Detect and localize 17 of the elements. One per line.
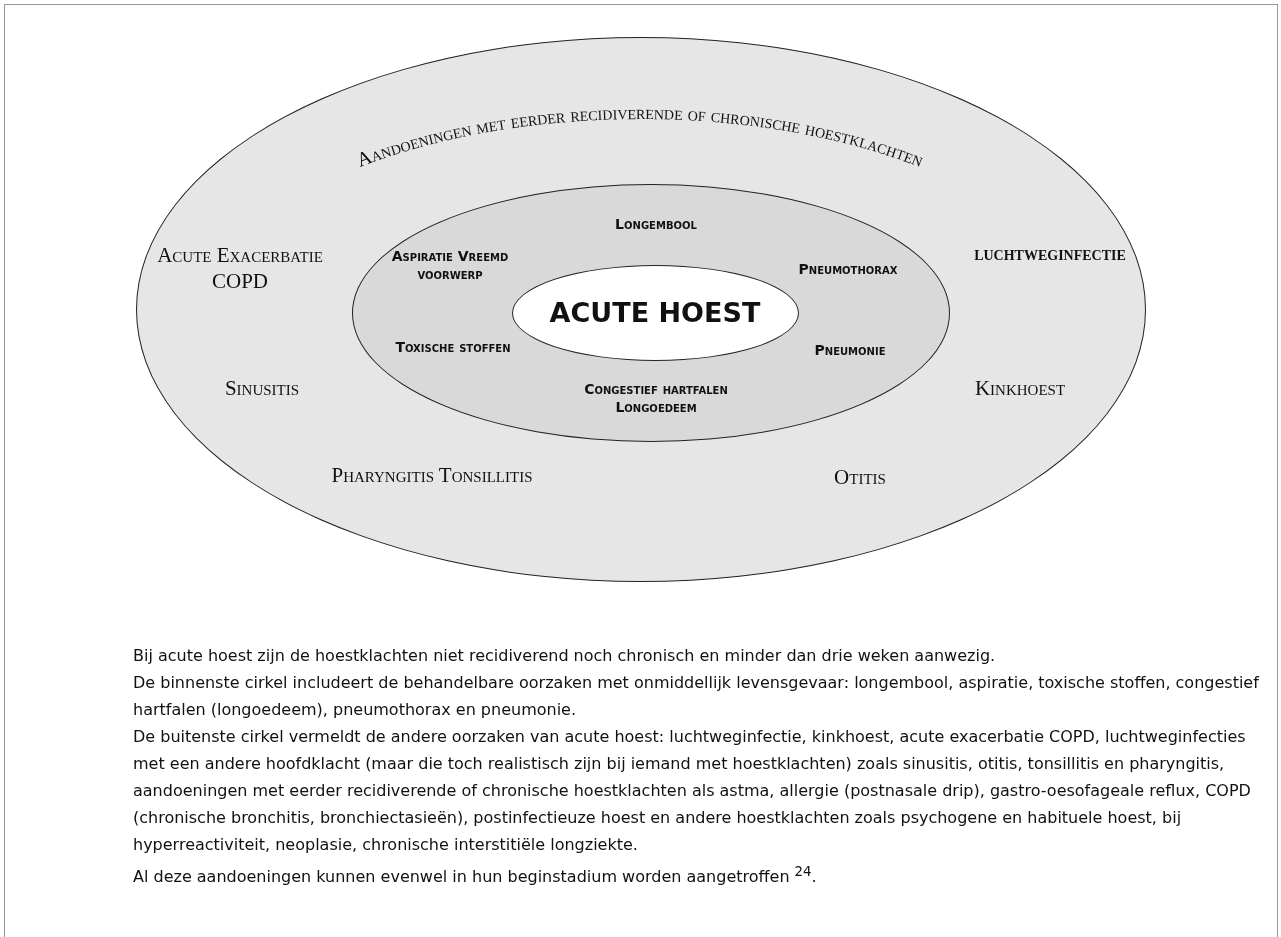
region-label: Acute Exacerbatie COPD <box>156 241 324 295</box>
cause-label: Pneumothorax <box>798 261 898 279</box>
region-label: luchtweginfectie <box>974 240 1126 266</box>
caption-paragraph: Bij acute hoest zijn de hoestklachten niet recidiverend noch chronisch en minder dan drie weken aanwezig. <box>133 645 997 667</box>
cause-label: Congestief hartfalen Longoedeem <box>583 380 729 416</box>
cause-label: Aspiratie Vreemd voorwerp <box>390 247 510 283</box>
cause-label: Longembool <box>615 216 697 234</box>
region-label: Sinusitis <box>224 374 300 402</box>
caption-paragraph: Al deze aandoeningen kunnen evenwel in hun beginstadium worden aangetroffen $^{24}$. <box>133 863 818 889</box>
region-label: Otitis <box>834 463 886 491</box>
cause-label: Pneumonie <box>814 342 886 360</box>
region-label: Pharyngitis Tonsillitis <box>331 461 533 489</box>
region-label: Kinkhoest <box>974 374 1066 402</box>
caption-paragraph: De buitenste cirkel vermeldt de andere oorzaken van acute hoest: luchtweginfectie, kinkhoest, acute exacerbatie COPD, luchtweginfecties met een andere hoofdklacht (maar die toch realistisch zijn bij iemand met hoestklachten) zoals sinusitis, otitis, tonsillitis en pharyngitis, aandoeningen met eerder recidiverende of chronische hoestklachten als astma, allergie (postnasale drip), gastro-oesofageale reflux, COPD (chronische bronchitis, bronchiectasieën), postinfectieuze hoest en andere hoestklachten zoals psychogene en habituele hoest, bij hyperreactiviteit, neoplasie, chronische interstitiële longziekte. <box>133 726 1252 856</box>
cause-label: Toxische stoffen <box>395 339 511 357</box>
center-title: ACUTE HOEST <box>549 296 761 330</box>
caption-paragraph: De binnenste cirkel includeert de behandelbare oorzaken met onmiddellijk levensgevaar: longembool, aspiratie, toxische stoffen, congestief hartfalen (longoedeem), pneumothorax en pneumonie. <box>133 672 1261 721</box>
